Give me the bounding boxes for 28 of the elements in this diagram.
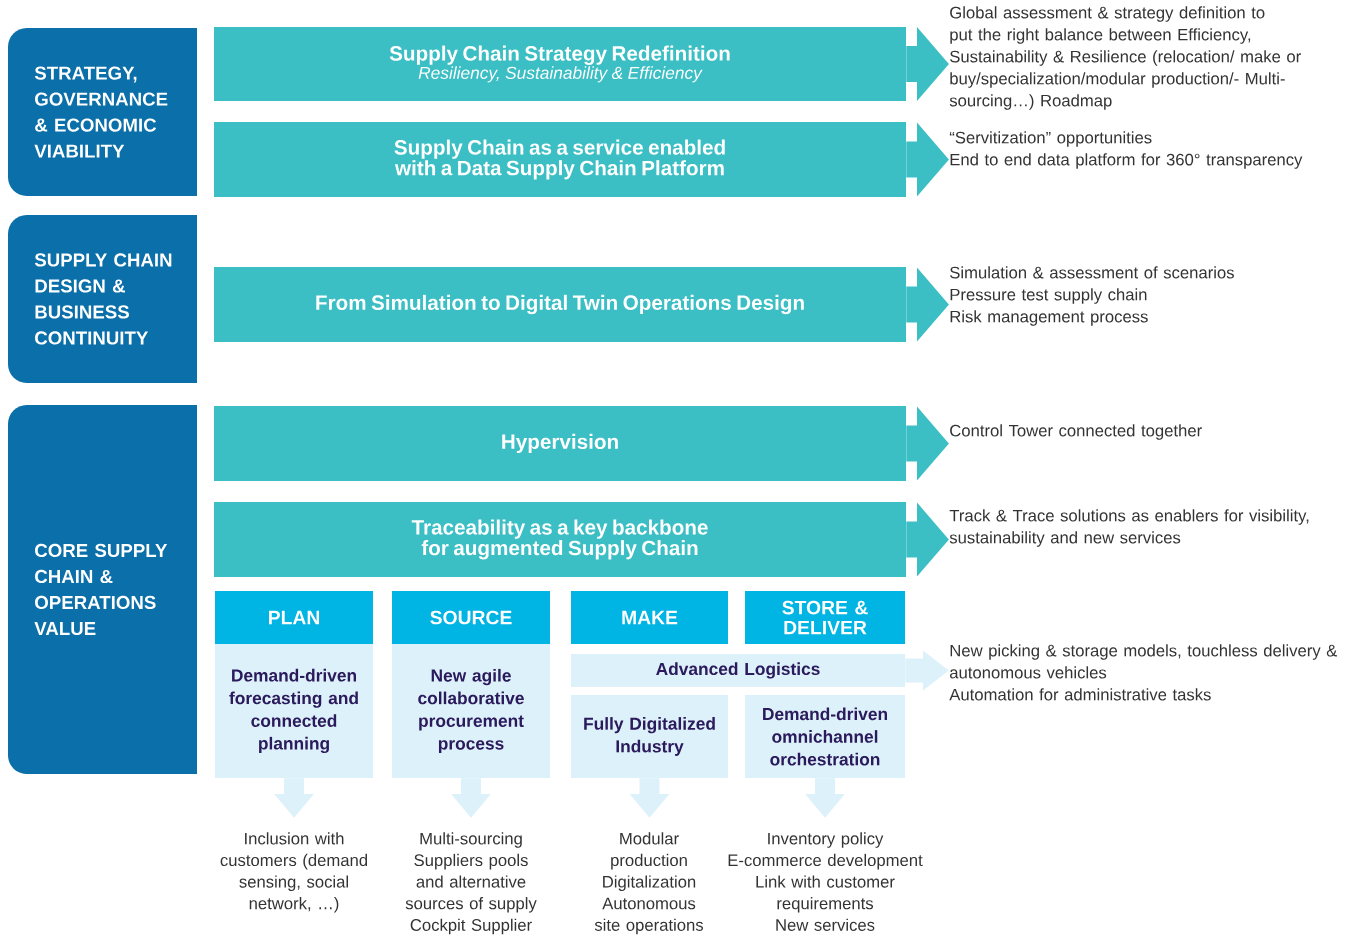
category-band: SUPPLY CHAIN DESIGN & BUSINESS CONTINUITY xyxy=(8,215,197,383)
outcome-text: Track & Trace solutions as enablers for visibility, sustainability and new services xyxy=(949,509,1309,547)
capability-box: Fully Digitalized Industry xyxy=(571,695,728,778)
outcome-text: Inclusion with customers (demand sensing, social network, …) xyxy=(220,832,367,913)
outcome-text: New picking & storage models, touchless delivery & autonomous vehicles Automation for administrative tasks xyxy=(949,644,1338,701)
stage-header: SOURCE xyxy=(392,591,550,644)
node-label: Advanced Logistics xyxy=(656,662,820,679)
outcome-text: Inventory policy E-commerce development Link with customer requirements New services xyxy=(728,832,923,931)
category-band: CORE SUPPLY CHAIN & OPERATIONS VALUE xyxy=(8,405,197,774)
stage-header: PLAN xyxy=(215,591,373,644)
outcome-text: Control Tower connected together xyxy=(950,424,1202,440)
capability-box: New agile collaborative procurement process xyxy=(392,644,550,778)
capability-box: Advanced Logistics xyxy=(571,654,905,687)
outcome-text: Global assessment & strategy definition to put the right balance between Efficiency, Sustainability & Resilience (relocation/ make or buy/specialization/modular production/- Multi-sourcing…) Roadmap xyxy=(949,6,1301,110)
capability-box: Demand-driven forecasting and connected planning xyxy=(215,644,373,778)
stage-header: MAKE xyxy=(571,591,728,644)
initiative-box: From Simulation to Digital Twin Operations Design xyxy=(214,267,906,342)
initiative-box: Hypervision xyxy=(214,406,906,481)
initiative-box: Supply Chain as a service enabled with a Data Supply Chain Platform xyxy=(214,122,906,197)
outcome-text: “Servitization” opportunities End to end data platform for 360° transparency xyxy=(949,131,1303,169)
outcome-text: Modular production Digitalization Autonomous site operations xyxy=(594,832,704,935)
initiative-box: Supply Chain Strategy Redefinition Resiliency, Sustainability & Efficiency xyxy=(214,27,906,101)
capability-box: Demand-driven omnichannel orchestration xyxy=(745,695,905,778)
outcome-text: Simulation & assessment of scenarios Pressure test supply chain Risk management process xyxy=(950,266,1234,326)
outcome-text: Multi-sourcing Suppliers pools and alternative sources of supply Cockpit Supplier xyxy=(405,832,537,935)
stage-header: STORE & DELIVER xyxy=(745,591,905,644)
initiative-box: Traceability as a key backbone for augmented Supply Chain xyxy=(214,502,906,577)
category-band: STRATEGY, GOVERNANCE & ECONOMIC VIABILITY xyxy=(8,28,197,196)
